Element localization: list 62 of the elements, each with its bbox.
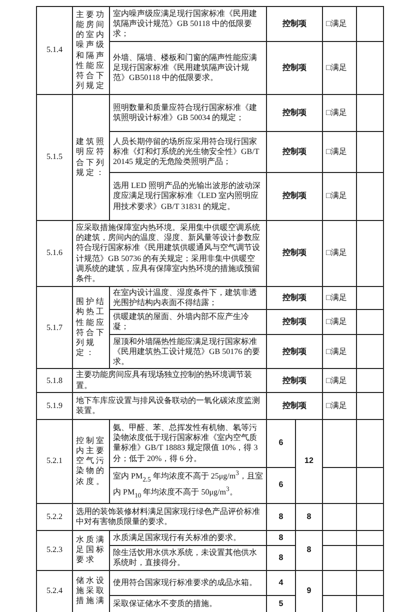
requirement-text: 使用符合国家现行标准要求的成品水箱。 (110, 570, 266, 596)
requirement-text: 室内 PM$_{2.5}$ 年均浓度不高于 25μg/m$^{3}$，且室内 PM$_{10}$ 年均浓度不高于 50μg/m$^{3}$。 (110, 467, 266, 504)
item-type: 控制项 (266, 310, 322, 335)
category-text: 水质满足国标要求 (72, 530, 110, 570)
score-value: 8 (266, 503, 296, 530)
item-type: 控制项 (266, 132, 322, 172)
item-type: 控制项 (266, 368, 322, 392)
requirement-text: 供暖建筑的屋面、外墙内部不应产生冷凝； (110, 310, 266, 335)
requirement-text: 主要功能房间应具有现场独立控制的热环境调节装置。 (72, 368, 266, 392)
requirement-text: 照明数量和质量应符合现行国家标准《建筑照明设计标准》GB 50034 的规定； (110, 94, 266, 132)
score-value: 6 (266, 419, 296, 468)
item-type: 控制项 (266, 94, 322, 132)
item-type: 控制项 (266, 334, 322, 369)
checkbox-label: □满足 (322, 172, 356, 220)
clause-number: 5.1.7 (36, 286, 72, 369)
clause-number: 5.1.5 (36, 94, 72, 220)
category-text: 建筑照明应符合下列规定： (72, 94, 110, 220)
category-text: 主要功能房间的室内噪声级和隔声性能应符合下列规定 (72, 6, 110, 94)
checkbox-label: □满足 (322, 220, 356, 286)
clause-number: 5.2.4 (36, 570, 72, 612)
clause-number: 5.1.6 (36, 220, 72, 286)
requirement-text: 氨、甲醛、苯、总挥发性有机物、氡等污染物浓度低于现行国家标准《室内空气质量标准》GB/T 18883 规定限值 10%，得 3 分；低于 20%，得 6 分。 (110, 419, 266, 468)
checkbox-label: □满足 (322, 286, 356, 310)
checkbox-label: □满足 (322, 368, 356, 392)
requirement-text: 外墙、隔墙、楼板和门窗的隔声性能应满足现行国家标准《民用建筑隔声设计规范》GB50118 中的低限要求。 (110, 42, 266, 94)
clause-number: 5.1.8 (36, 368, 72, 392)
checkbox-label: □满足 (322, 6, 356, 42)
total-score: 8 (296, 530, 322, 570)
requirement-text: 选用 LED 照明产品的光输出波形的波动深度应满足现行国家标准《LED 室内照明应用技术要求》GB/T 31831 的规定。 (110, 172, 266, 220)
item-type: 控制项 (266, 42, 322, 94)
total-score: 9 (296, 570, 322, 612)
clause-number: 5.2.3 (36, 530, 72, 570)
requirement-text: 除生活饮用水供水系统，未设置其他供水系统时，直接得分。 (110, 545, 266, 570)
checkbox-label: □满足 (322, 132, 356, 172)
checkbox-label: □满足 (322, 94, 356, 132)
requirement-text: 地下车库应设置与排风设备联动的一氧化碳浓度监测装置。 (72, 392, 266, 420)
item-type: 控制项 (266, 172, 322, 220)
item-type: 控制项 (266, 286, 322, 310)
score-value: 8 (266, 530, 296, 546)
score-value: 4 (266, 570, 296, 596)
checkbox-label: □满足 (322, 310, 356, 335)
score-value: 8 (296, 503, 322, 530)
clause-number: 5.2.1 (36, 419, 72, 504)
checkbox-label: □满足 (322, 334, 356, 369)
requirement-text: 水质满足国家现行有关标准的要求。 (110, 530, 266, 546)
requirement-text: 在室内设计温度、湿度条件下，建筑非透光围护结构内表面不得结露； (110, 286, 266, 310)
clause-number: 5.1.4 (36, 6, 72, 94)
category-text: 控制室内主要空气污染物的浓度。 (72, 419, 110, 504)
item-type: 控制项 (266, 392, 322, 420)
clause-number: 5.1.9 (36, 392, 72, 420)
item-type: 控制项 (266, 6, 322, 42)
requirement-text: 室内噪声级应满足现行国家标准《民用建筑隔声设计规范》GB 50118 中的低限要求； (110, 6, 266, 42)
item-type: 控制项 (266, 220, 322, 286)
total-score: 12 (296, 419, 322, 504)
requirement-text: 应采取措施保障室内热环境。采用集中供暖空调系统的建筑，房间内的温度、湿度、新风量等设计参数应符合现行国家标准《民用建筑供暖通风与空气调节设计规范》GB 50736 的有关规定；采用非集中供暖空调系统的建筑，应具有保障室内热环境的措施或预留条件。 (72, 220, 266, 286)
requirement-text: 人员长期停留的场所应采用符合现行国家标准《灯和灯系统的光生物安全性》GB/T 20145 规定的无危险类照明产品； (110, 132, 266, 172)
clause-number: 5.2.2 (36, 503, 72, 530)
checkbox-label: □满足 (322, 42, 356, 94)
checkbox-label: □满足 (322, 392, 356, 420)
requirement-text: 屋顶和外墙隔热性能应满足现行国家标准《民用建筑热工设计规范》GB 50176 的要求。 (110, 334, 266, 369)
requirement-text: 选用的装饰装修材料满足国家现行绿色产品评价标准中对有害物质限量的要求。 (72, 503, 266, 530)
category-text: 围护结构热工性能应符合下列规定： (72, 286, 110, 369)
